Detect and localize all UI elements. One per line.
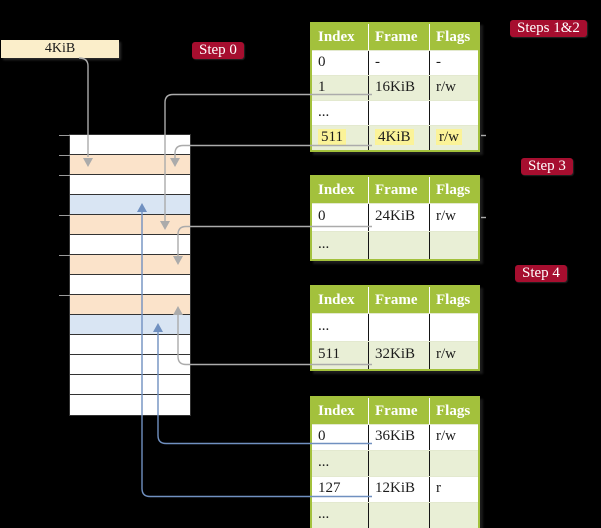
table-header-cell: Index [318,403,355,419]
memory-frame-row [70,335,190,355]
step-0-label: Step 0 [192,42,244,59]
table-row: ... [312,450,478,476]
table-cell: r/w [429,342,478,369]
frame-boundary-tick [59,175,70,176]
memory-strip [69,134,191,416]
table-cell: 16KiB [368,76,429,100]
table-row: ... [312,502,478,528]
table-cell: 36KiB [368,425,429,450]
table-cell: r [429,477,478,502]
table-cell: ... [318,318,330,334]
step-3-label: Step 3 [521,158,573,175]
memory-frame-row [70,375,190,395]
frame-size-label: 4KiB [1,40,119,58]
steps-1-2-label: Steps 1&2 [510,20,587,37]
memory-frame-row [70,215,190,235]
memory-frame-row [70,275,190,295]
table-row: 511 4KiB r/w [312,125,478,150]
table-cell [368,314,429,341]
table-header-cell: Frame [368,24,429,50]
table-header-cell: Frame [368,398,429,424]
memory-frame-row [70,255,190,275]
table-cell: r/w [429,425,478,450]
table-cell [429,232,478,259]
table-cell: ... [318,236,330,252]
table-cell: 4KiB [368,126,429,150]
table-row: ... [312,231,478,259]
memory-frame-row [70,395,190,415]
table-cell [429,101,478,125]
memory-frame-row [70,315,190,335]
table-cell: 24KiB [368,204,429,231]
table-cell [368,232,429,259]
frame-boundary-tick [59,295,70,296]
table-header-cell: Index [318,182,355,198]
highlighted-cell-text: r/w [436,129,462,145]
table-header-cell: Flags [429,398,478,424]
table-cell: r/w [429,76,478,100]
memory-frame-row [70,195,190,215]
table-cell [429,503,478,528]
table-cell: r/w [429,126,478,150]
table-cell [368,101,429,125]
highlighted-cell-text: 4KiB [375,129,414,145]
frame-boundary-tick [59,135,70,136]
table-row: 0 -- [312,50,478,75]
frame-boundary-tick [59,215,70,216]
table-row: ... [312,100,478,125]
table-cell: 1 [318,79,326,95]
table-cell: 511 [312,126,368,150]
table-header-cell: Flags [429,177,478,203]
table-cell: ... [318,506,330,522]
frame-boundary-tick [59,155,70,156]
table-cell: 0 [318,208,326,224]
table-cell [368,503,429,528]
table-header-cell: Flags [429,24,478,50]
table-header-cell: Index [318,292,355,308]
table-cell: 127 [318,480,341,496]
memory-frame-row [70,355,190,375]
table-cell: - [368,51,429,75]
table-cell: ... [318,104,330,120]
table-header-cell: Frame [368,287,429,313]
table-header-cell: Index [318,29,355,45]
table-cell: ... [318,454,330,470]
highlighted-cell-text: 511 [318,129,346,145]
table-cell: 511 [318,346,340,362]
step-4-label: Step 4 [515,265,567,282]
table-cell: - [429,51,478,75]
table-header-cell: Flags [429,287,478,313]
table-cell [429,314,478,341]
table-cell: 12KiB [368,477,429,502]
table-row: ... [312,313,478,341]
memory-frame-row [70,295,190,315]
table-cell: 32KiB [368,342,429,369]
table-cell: 0 [318,428,326,444]
table-cell: 0 [318,54,326,70]
table-cell [368,451,429,476]
memory-frame-row [70,135,190,155]
memory-frame-row [70,235,190,255]
table-cell [429,451,478,476]
table-cell: r/w [429,204,478,231]
memory-frame-row [70,155,190,175]
frame-boundary-tick [59,255,70,256]
table-header-cell: Frame [368,177,429,203]
memory-frame-row [70,175,190,195]
